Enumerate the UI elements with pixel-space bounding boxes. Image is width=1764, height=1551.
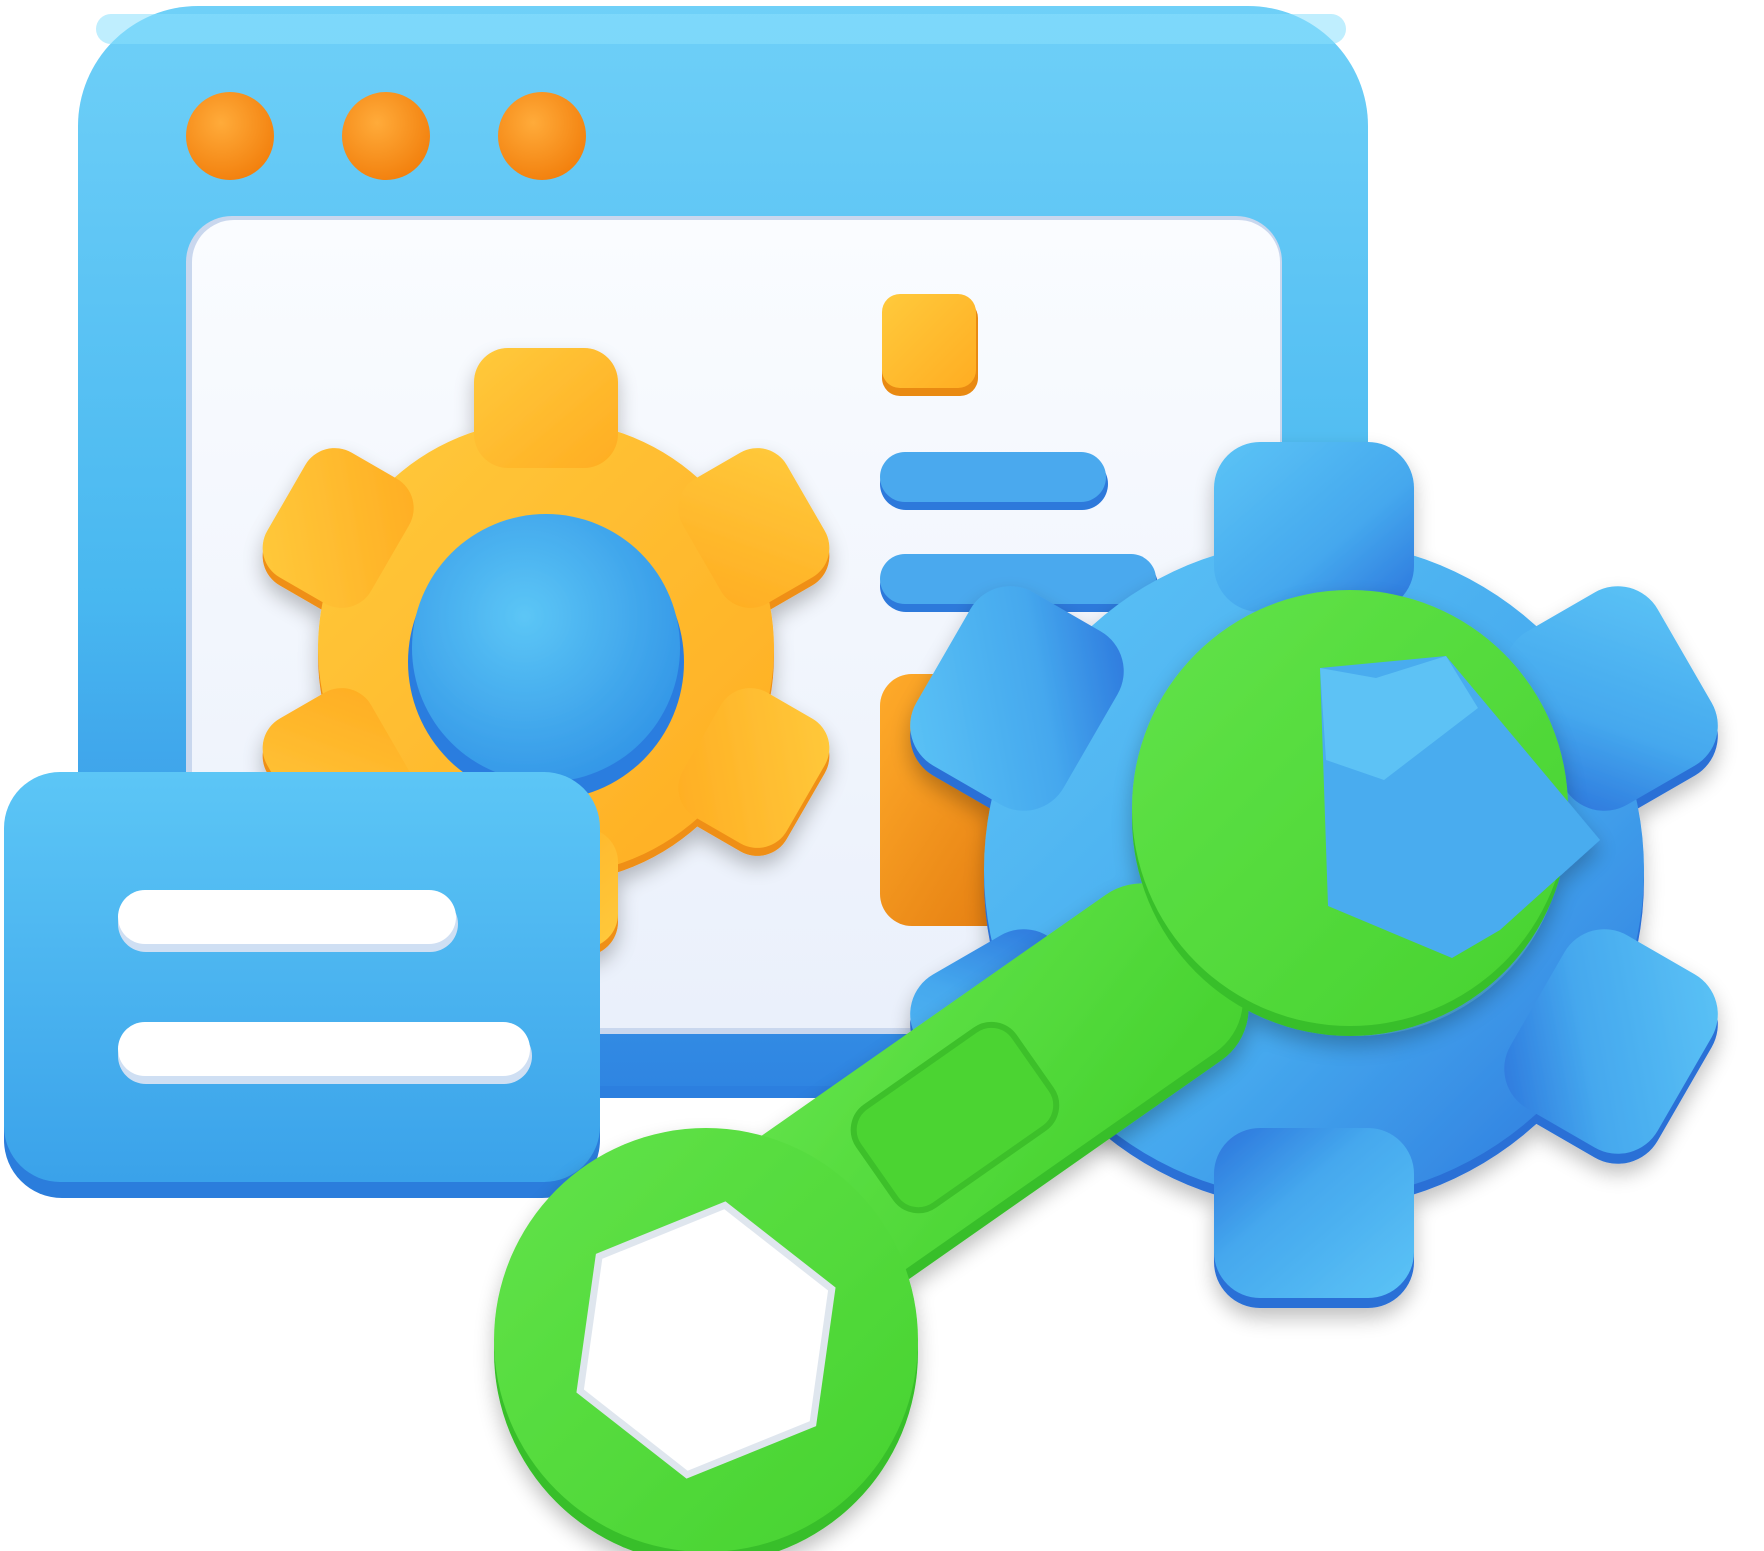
card-line xyxy=(118,890,456,944)
screen-content xyxy=(880,294,1158,926)
wrench-icon xyxy=(494,590,1600,1551)
info-card-icon xyxy=(4,772,600,1198)
window-controls xyxy=(186,92,586,180)
hex-opening xyxy=(583,1209,829,1471)
small-square-icon xyxy=(882,294,976,388)
window-control-dot-icon xyxy=(498,92,586,180)
window-control-dot-icon xyxy=(186,92,274,180)
window-control-dot-icon xyxy=(342,92,430,180)
card-line xyxy=(118,1022,530,1076)
text-line xyxy=(880,452,1106,502)
gear-hub xyxy=(412,514,680,782)
text-line xyxy=(880,554,1156,604)
